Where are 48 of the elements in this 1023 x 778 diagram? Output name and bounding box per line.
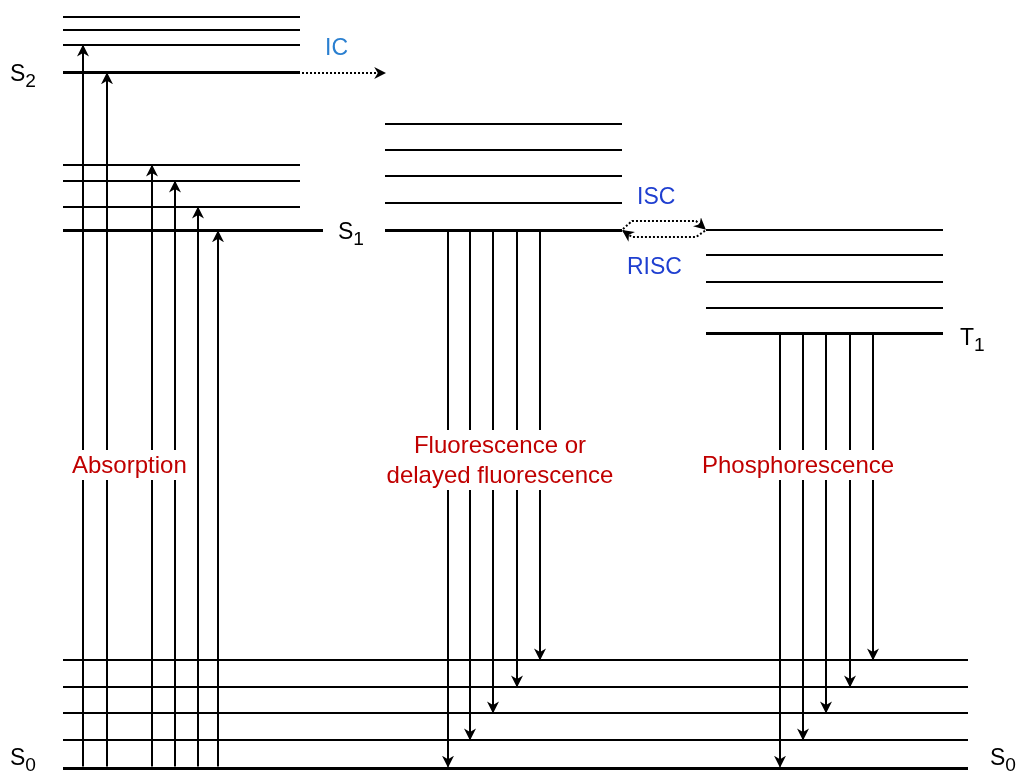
energy-level-line (385, 123, 622, 125)
transition-arrow (212, 230, 224, 768)
dotted-arrow (622, 217, 706, 230)
energy-level-line (63, 70, 300, 74)
energy-level-line (706, 281, 943, 283)
edge-label: IC (325, 34, 348, 60)
transition-arrow (192, 206, 204, 768)
energy-level-line (706, 254, 943, 256)
transition-arrow (146, 164, 158, 768)
energy-level-line (63, 659, 968, 661)
transition-arrow (797, 333, 809, 741)
energy-level-line (63, 766, 968, 770)
energy-level-line (385, 175, 622, 177)
energy-level-line (706, 229, 943, 231)
transition-arrow (844, 333, 856, 688)
edge-label: ISC (637, 183, 676, 209)
energy-level-line (63, 29, 300, 31)
energy-level-line (63, 712, 968, 714)
energy-level-line (63, 739, 968, 741)
transition-arrow (77, 44, 89, 768)
transition-arrow (774, 333, 786, 768)
energy-level-line (63, 164, 300, 166)
energy-level-line (385, 202, 622, 204)
transition-arrow (464, 230, 476, 741)
state-label: S$_{0}$ (10, 744, 36, 777)
energy-level-line (385, 228, 622, 232)
transition-arrow (442, 230, 454, 768)
transition-arrow (867, 333, 879, 661)
dotted-arrow (301, 67, 387, 79)
energy-level-line (63, 228, 323, 232)
energy-level-line (63, 180, 300, 182)
energy-level-line (63, 206, 300, 208)
energy-level-line (385, 149, 622, 151)
energy-level-line (63, 686, 968, 688)
energy-level-line (63, 44, 300, 46)
energy-level-line (706, 331, 943, 335)
dotted-arrow (622, 229, 706, 242)
transition-arrow (101, 72, 113, 768)
energy-level-line (63, 16, 300, 18)
edge-label: RISC (627, 253, 682, 279)
process-label: Absorption (70, 450, 189, 480)
transition-arrow (169, 180, 181, 768)
state-label: S$_{1}$ (338, 218, 364, 251)
state-label: S$_{0}$ (990, 744, 1016, 777)
state-label: T$_{1}$ (960, 324, 985, 357)
energy-level-line (706, 307, 943, 309)
state-label: S$_{2}$ (10, 60, 36, 93)
transition-arrow (820, 333, 832, 714)
